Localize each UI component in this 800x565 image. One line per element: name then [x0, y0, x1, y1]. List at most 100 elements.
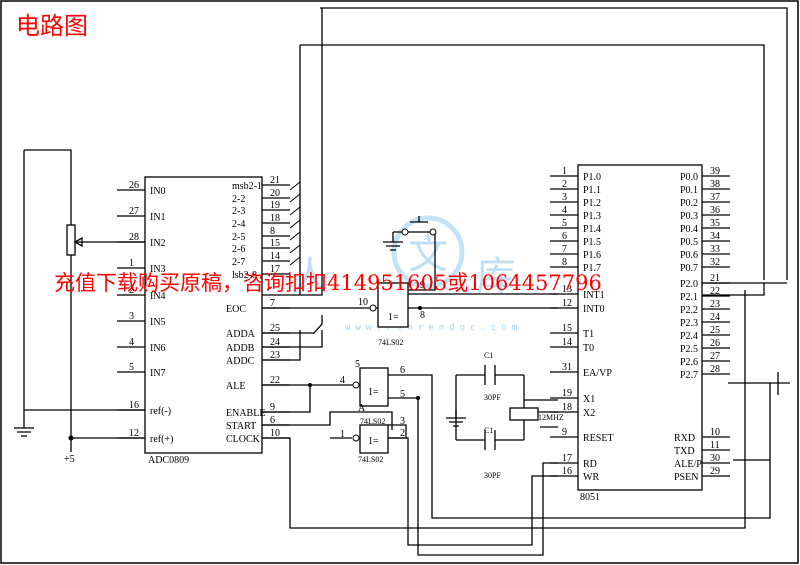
- mcu-p1-6-label: P1.6: [583, 250, 601, 261]
- mcu-p1-2-label: P1.2: [583, 198, 601, 209]
- adc-in-8-num: 16: [129, 400, 139, 411]
- mcu-right-1-label: TXD: [674, 446, 695, 457]
- adc-in-1-num: 27: [129, 206, 139, 217]
- mcu-left-0-num: 13: [562, 284, 572, 295]
- adc-ctrl-1-num: 25: [270, 323, 280, 334]
- mcu-p2-6-num: 27: [710, 351, 720, 362]
- oscillator: [446, 365, 558, 450]
- gate-2-pin-in: 4: [340, 375, 345, 386]
- adc-out-0-label: msb2-1: [232, 181, 262, 192]
- adc-in-3-label: IN3: [150, 264, 166, 275]
- mcu-p0-1-label: P0.1: [680, 185, 698, 196]
- adc-ctrl-4-num: 22: [270, 375, 280, 386]
- mcu-p2-4-label: P2.4: [680, 331, 698, 342]
- page-title: 电路图: [16, 12, 88, 40]
- bus-wire-1: [262, 8, 323, 296]
- mcu-p1-2-num: 3: [562, 192, 567, 203]
- adc-out-5-num: 15: [270, 238, 280, 249]
- adc-in-4-num: 2: [129, 285, 134, 296]
- adc-in-1-label: IN1: [150, 212, 166, 223]
- adc-chip-name: ADC0809: [148, 455, 189, 466]
- watermark-url: www.renrendoc.com: [345, 323, 522, 333]
- mcu-p1-4-num: 5: [562, 218, 567, 229]
- adc-out-0-num: 21: [270, 175, 280, 186]
- mcu-left-1-num: 12: [562, 298, 572, 309]
- mcu-right-0-label: RXD: [674, 433, 695, 444]
- mcu-left-2-num: 15: [562, 323, 572, 334]
- mcu-p2-3-label: P2.3: [680, 318, 698, 329]
- gate-2: [359, 367, 389, 407]
- gate-2-pin-out: 6: [400, 365, 405, 376]
- mcu-p2-7-num: 28: [710, 364, 720, 375]
- cap-2-ref: C1: [484, 426, 493, 435]
- mcu-left-8-label: RD: [583, 459, 597, 470]
- mcu-left-3-num: 14: [562, 337, 572, 348]
- mcu-p0-3-num: 36: [710, 205, 720, 216]
- adc-in-9-num: 12: [129, 428, 139, 439]
- adc-ctrl-5-label: ENABLE: [226, 408, 265, 419]
- mcu-p2-1-label: P2.1: [680, 292, 698, 303]
- gate-2-pin-b: A: [358, 403, 366, 414]
- mcu-right-3-num: 29: [710, 466, 720, 477]
- gate-1-pin-out: 8: [420, 310, 425, 321]
- adc-in-6-num: 4: [129, 337, 134, 348]
- adc-out-5-label: 2-6: [232, 244, 245, 255]
- mcu-right-2-label: ALE/P: [674, 459, 702, 470]
- mcu-p2-7-label: P2.7: [680, 370, 698, 381]
- mcu-p0-4-label: P0.4: [680, 224, 698, 235]
- gate-1: [377, 282, 409, 328]
- adc-in-8-label: ref(-): [150, 406, 171, 417]
- gate-1-pin-in1: 10: [358, 297, 368, 308]
- mcu-p2-0-num: 21: [710, 273, 720, 284]
- gate-3-name: 74LS02: [360, 417, 385, 426]
- cap-1-ref: C1: [484, 351, 493, 360]
- mcu-p0-6-num: 33: [710, 244, 720, 255]
- mcu-right-1-num: 11: [710, 440, 720, 451]
- mcu-left-4-label: EA/VP: [583, 368, 612, 379]
- cap-2-val: 30PF: [484, 471, 501, 480]
- mcu-chip-body: [577, 164, 703, 491]
- mcu-p2-5-label: P2.5: [680, 344, 698, 355]
- mcu-p1-5-num: 6: [562, 231, 567, 242]
- watermark-char-3: 库: [476, 254, 516, 300]
- adc-in-7-num: 5: [129, 362, 134, 373]
- adc-in-3-num: 1: [129, 258, 134, 269]
- mcu-left-7-num: 9: [562, 427, 567, 438]
- mcu-p2-0-label: P2.0: [680, 279, 698, 290]
- mcu-left-9-label: WR: [583, 472, 599, 483]
- mcu-left-7-label: RESET: [583, 433, 614, 444]
- mcu-left-5-num: 19: [562, 388, 572, 399]
- adc-ctrl-0-label: EOC: [226, 304, 246, 315]
- adc-in-2-label: IN2: [150, 238, 166, 249]
- adc-in-9-label: ref(+): [150, 434, 173, 445]
- mcu-p1-3-label: P1.3: [583, 211, 601, 222]
- mcu-p2-1-num: 22: [710, 286, 720, 297]
- adc-in-7-label: IN7: [150, 368, 166, 379]
- adc-in-4-label: IN4: [150, 291, 166, 302]
- adc-out-6-num: 14: [270, 251, 280, 262]
- adc-in-5-num: 3: [129, 311, 134, 322]
- mcu-right-0-num: 10: [710, 427, 720, 438]
- mcu-p0-7-num: 32: [710, 257, 720, 268]
- mcu-p0-4-num: 35: [710, 218, 720, 229]
- mcu-p0-3-label: P0.3: [680, 211, 698, 222]
- gate-3-sym: 1=: [368, 436, 379, 447]
- adc-ctrl-3-num: 23: [270, 350, 280, 361]
- adc-in-2-num: 28: [129, 232, 139, 243]
- adc-out-7-label: lsb2-8: [232, 270, 257, 281]
- gate-2-pin-a: 5: [355, 359, 360, 370]
- download-banner: 充值下载购买原稿，咨询扣扣414951605或1064457796: [54, 271, 602, 295]
- adc-in-0-label: IN0: [150, 186, 166, 197]
- cap-1-val: 30PF: [484, 393, 501, 402]
- mcu-p1-5-label: P1.5: [583, 237, 601, 248]
- mcu-p1-0-label: P1.0: [583, 172, 601, 183]
- mcu-p1-0-num: 1: [562, 166, 567, 177]
- mcu-left-3-label: T0: [583, 343, 594, 354]
- gate-4-pin-out: 2: [400, 428, 405, 439]
- mcu-p2-5-num: 26: [710, 338, 720, 349]
- adc-out-3-label: 2-4: [232, 219, 245, 230]
- adc-out-3-num: 18: [270, 213, 280, 224]
- mcu-left-6-label: X2: [583, 408, 595, 419]
- adc-out-7-num: 17: [270, 264, 280, 275]
